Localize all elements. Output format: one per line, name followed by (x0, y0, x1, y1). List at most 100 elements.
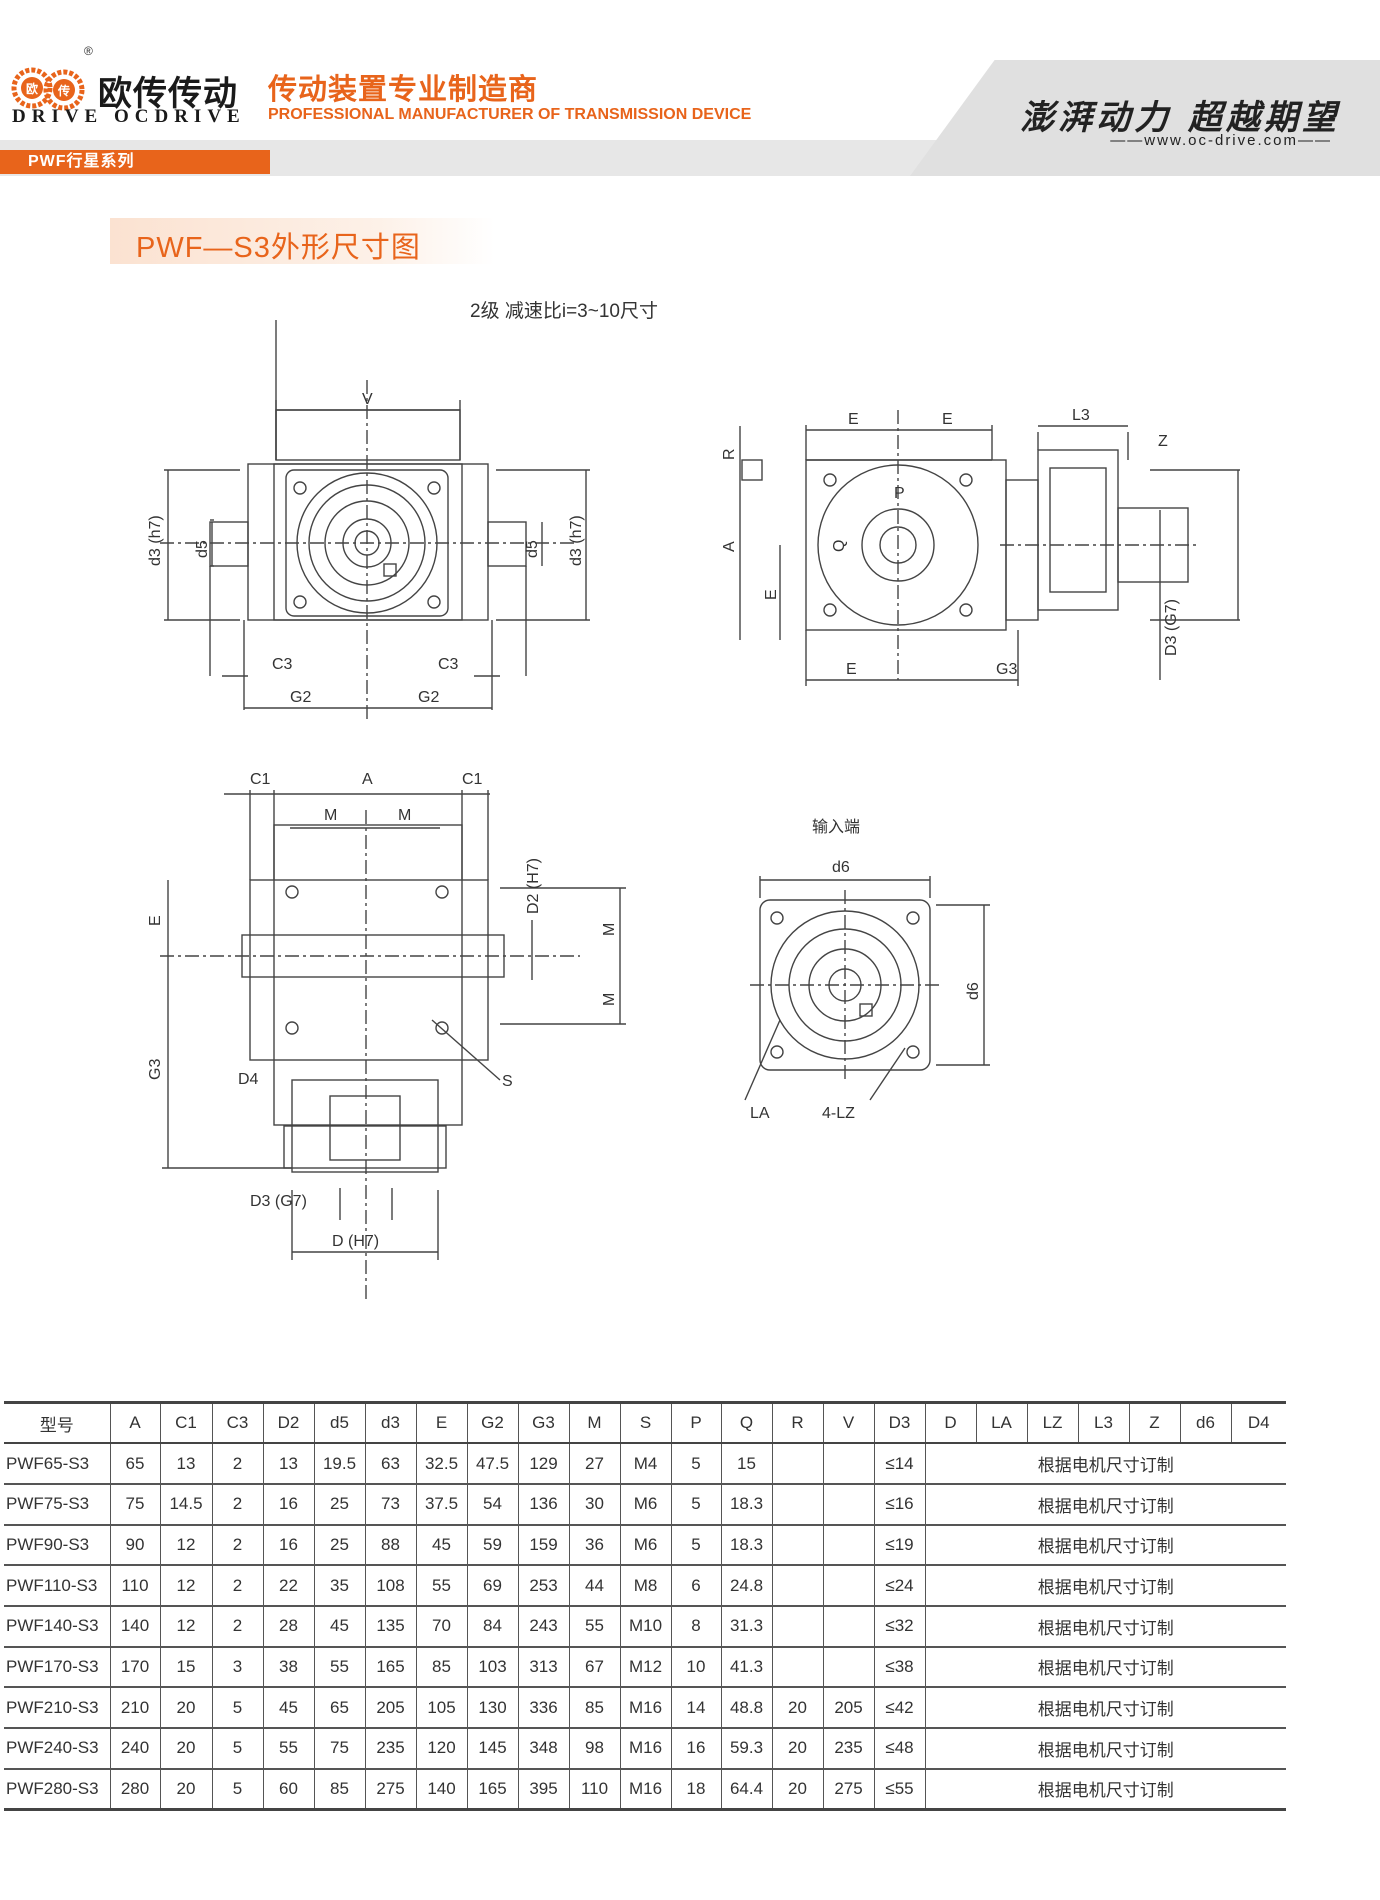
table-header-cell: V (823, 1402, 875, 1445)
table-cell: 88 (365, 1524, 417, 1567)
table-cell: ≤19 (874, 1524, 926, 1567)
table-cell (823, 1646, 875, 1689)
model-cell: PWF240-S3 (4, 1728, 111, 1770)
table-cell: 59 (467, 1524, 519, 1567)
table-cell: 84 (467, 1605, 519, 1648)
table-cell: 120 (416, 1728, 468, 1770)
logo-char-1: 欧 (26, 81, 38, 96)
model-cell: PWF90-S3 (4, 1524, 111, 1567)
table-cell: ≤14 (874, 1443, 926, 1485)
table-cell: 16 (263, 1483, 315, 1526)
dimension-drawings: V d3 (h7) d5 d5 d3 (h7) C3 C3 G2 G2 E E … (0, 320, 1380, 1340)
table-cell: 18.3 (721, 1483, 773, 1526)
website-text: www.oc-drive.com (1144, 132, 1298, 149)
table-cell: 31.3 (721, 1605, 773, 1648)
dim-label: Q (831, 540, 848, 552)
table-cell: 90 (110, 1524, 161, 1567)
table-header-cell: D2 (263, 1402, 315, 1445)
dim-label: d5 (524, 540, 541, 558)
table-cell (772, 1524, 824, 1567)
table-cell: 14.5 (160, 1483, 213, 1526)
table-cell: 5 (212, 1768, 264, 1811)
table-header-cell: d3 (365, 1402, 417, 1445)
dim-label: D4 (238, 1071, 259, 1088)
drawings-svg: V d3 (h7) d5 d5 d3 (h7) C3 C3 G2 G2 E E … (147, 320, 1240, 1340)
table-cell: 6 (671, 1565, 722, 1607)
tagline-cn: 传动装置专业制造商 (268, 74, 539, 106)
company-logo: 欧 传 (11, 67, 85, 111)
dim-label: G3 (996, 661, 1017, 678)
table-header-cell: L3 (1078, 1402, 1130, 1445)
tagline-en: PROFESSIONAL MANUFACTURER OF TRANSMISSIO… (268, 106, 752, 123)
table-cell (772, 1565, 824, 1607)
table-cell: 20 (772, 1687, 824, 1729)
table-cell: 5 (212, 1728, 264, 1770)
table-header-cell: d6 (1180, 1402, 1232, 1445)
table-cell: 280 (110, 1768, 161, 1811)
dim-label: G2 (290, 689, 311, 706)
side-view (739, 410, 1240, 686)
table-cell: 2 (212, 1443, 264, 1485)
table-cell: 30 (569, 1483, 621, 1526)
table-cell: 35 (314, 1565, 366, 1607)
dim-label: E (763, 589, 780, 600)
dim-label: E (848, 411, 859, 428)
table-cell: 18 (671, 1768, 722, 1811)
table-cell (772, 1646, 824, 1689)
table-cell: M16 (620, 1768, 672, 1811)
table-cell: 64.4 (721, 1768, 773, 1811)
model-cell: PWF65-S3 (4, 1443, 111, 1485)
table-cell: 27 (569, 1443, 621, 1485)
custom-note-cell: 根据电机尺寸订制 (925, 1565, 1286, 1607)
custom-note-cell: 根据电机尺寸订制 (925, 1687, 1286, 1729)
table-cell: 55 (263, 1728, 315, 1770)
table-cell: 243 (518, 1605, 570, 1648)
table-cell: 5 (671, 1443, 722, 1485)
table-cell: 98 (569, 1728, 621, 1770)
dim-label: M (398, 807, 411, 824)
dim-label: D3 (G7) (1163, 599, 1180, 656)
model-cell: PWF280-S3 (4, 1768, 111, 1811)
table-cell: ≤55 (874, 1768, 926, 1811)
table-cell: 5 (671, 1483, 722, 1526)
table-cell: 59.3 (721, 1728, 773, 1770)
dim-label: G2 (418, 689, 439, 706)
dim-label: C1 (250, 771, 271, 788)
table-cell: 130 (467, 1687, 519, 1729)
table-cell: 16 (671, 1728, 722, 1770)
table-cell: 5 (212, 1687, 264, 1729)
table-cell: 110 (110, 1565, 161, 1607)
table-cell: M16 (620, 1687, 672, 1729)
table-header-cell: 型号 (4, 1402, 111, 1445)
table-cell: M12 (620, 1646, 672, 1689)
table-cell: 22 (263, 1565, 315, 1607)
table-header-cell: C3 (212, 1402, 264, 1445)
table-cell: 395 (518, 1768, 570, 1811)
table-cell: 20 (160, 1687, 213, 1729)
table-header-cell: E (416, 1402, 468, 1445)
table-cell: 20 (160, 1768, 213, 1811)
table-cell (823, 1565, 875, 1607)
table-cell: M10 (620, 1605, 672, 1648)
table-cell: 47.5 (467, 1443, 519, 1485)
table-cell: 205 (823, 1687, 875, 1729)
table-cell: 313 (518, 1646, 570, 1689)
table-cell: 140 (416, 1768, 468, 1811)
dim-label: d3 (h7) (147, 515, 164, 566)
registered-mark: ® (84, 44, 93, 58)
dim-label: d3 (h7) (568, 515, 585, 566)
table-cell: 85 (569, 1687, 621, 1729)
table-header-cell: D4 (1231, 1402, 1286, 1445)
table-cell: 275 (365, 1768, 417, 1811)
table-cell: 159 (518, 1524, 570, 1567)
dim-label: E (942, 411, 953, 428)
custom-note-cell: 根据电机尺寸订制 (925, 1483, 1286, 1526)
model-cell: PWF140-S3 (4, 1605, 111, 1648)
table-cell: 13 (160, 1443, 213, 1485)
